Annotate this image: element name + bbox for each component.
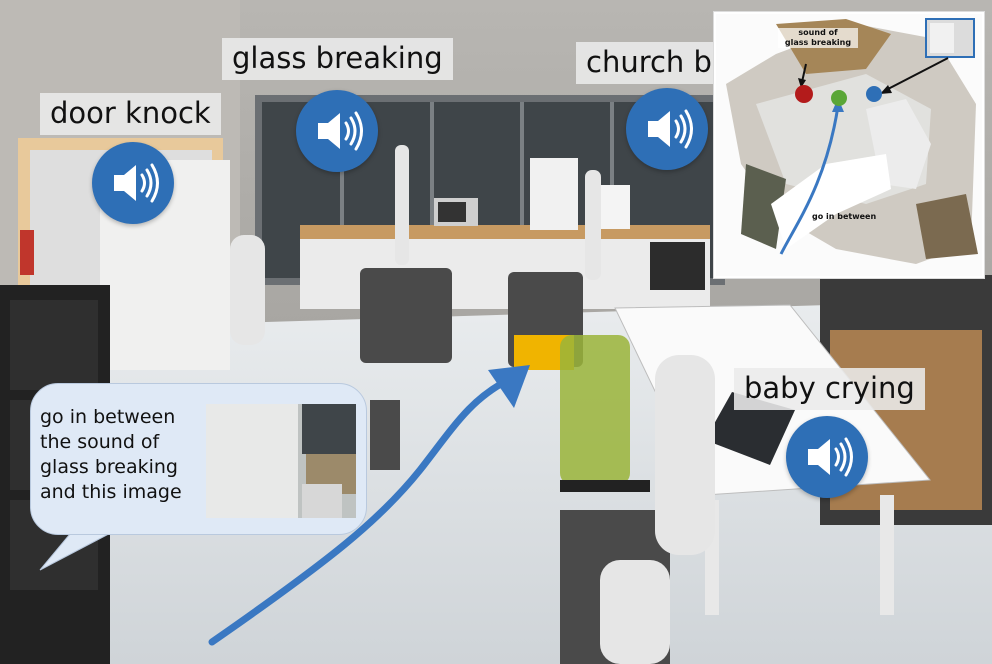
speaker-icon bbox=[648, 109, 693, 149]
glass-breaking-marker bbox=[795, 85, 813, 103]
instruction-line: glass breaking bbox=[40, 456, 178, 478]
inset-sound-label: sound of glass breaking bbox=[778, 28, 858, 48]
point-cloud-map-inset: sound of glass breaking go in between bbox=[714, 12, 984, 278]
door-knock-speaker bbox=[92, 142, 174, 224]
church-bell-speaker bbox=[626, 88, 708, 170]
instruction-text: go in between the sound of glass breakin… bbox=[40, 405, 205, 505]
inset-path-label: go in between bbox=[812, 212, 877, 221]
instruction-line: the sound of bbox=[40, 431, 160, 453]
speaker-icon bbox=[114, 163, 159, 203]
glass-breaking-speaker bbox=[296, 90, 378, 172]
instruction-line: go in between bbox=[40, 406, 176, 428]
baby-crying-speaker bbox=[786, 416, 868, 498]
glass-breaking-label: glass breaking bbox=[222, 38, 453, 80]
speaker-icon bbox=[318, 111, 363, 151]
goal-marker bbox=[831, 90, 847, 106]
image-location-marker bbox=[866, 86, 882, 102]
instruction-line: and this image bbox=[40, 481, 182, 503]
baby-crying-label: baby crying bbox=[734, 368, 925, 410]
speaker-icon bbox=[808, 437, 853, 477]
point-cloud-map bbox=[716, 14, 982, 276]
door-knock-label: door knock bbox=[40, 93, 221, 135]
query-image-thumbnail bbox=[206, 404, 356, 518]
